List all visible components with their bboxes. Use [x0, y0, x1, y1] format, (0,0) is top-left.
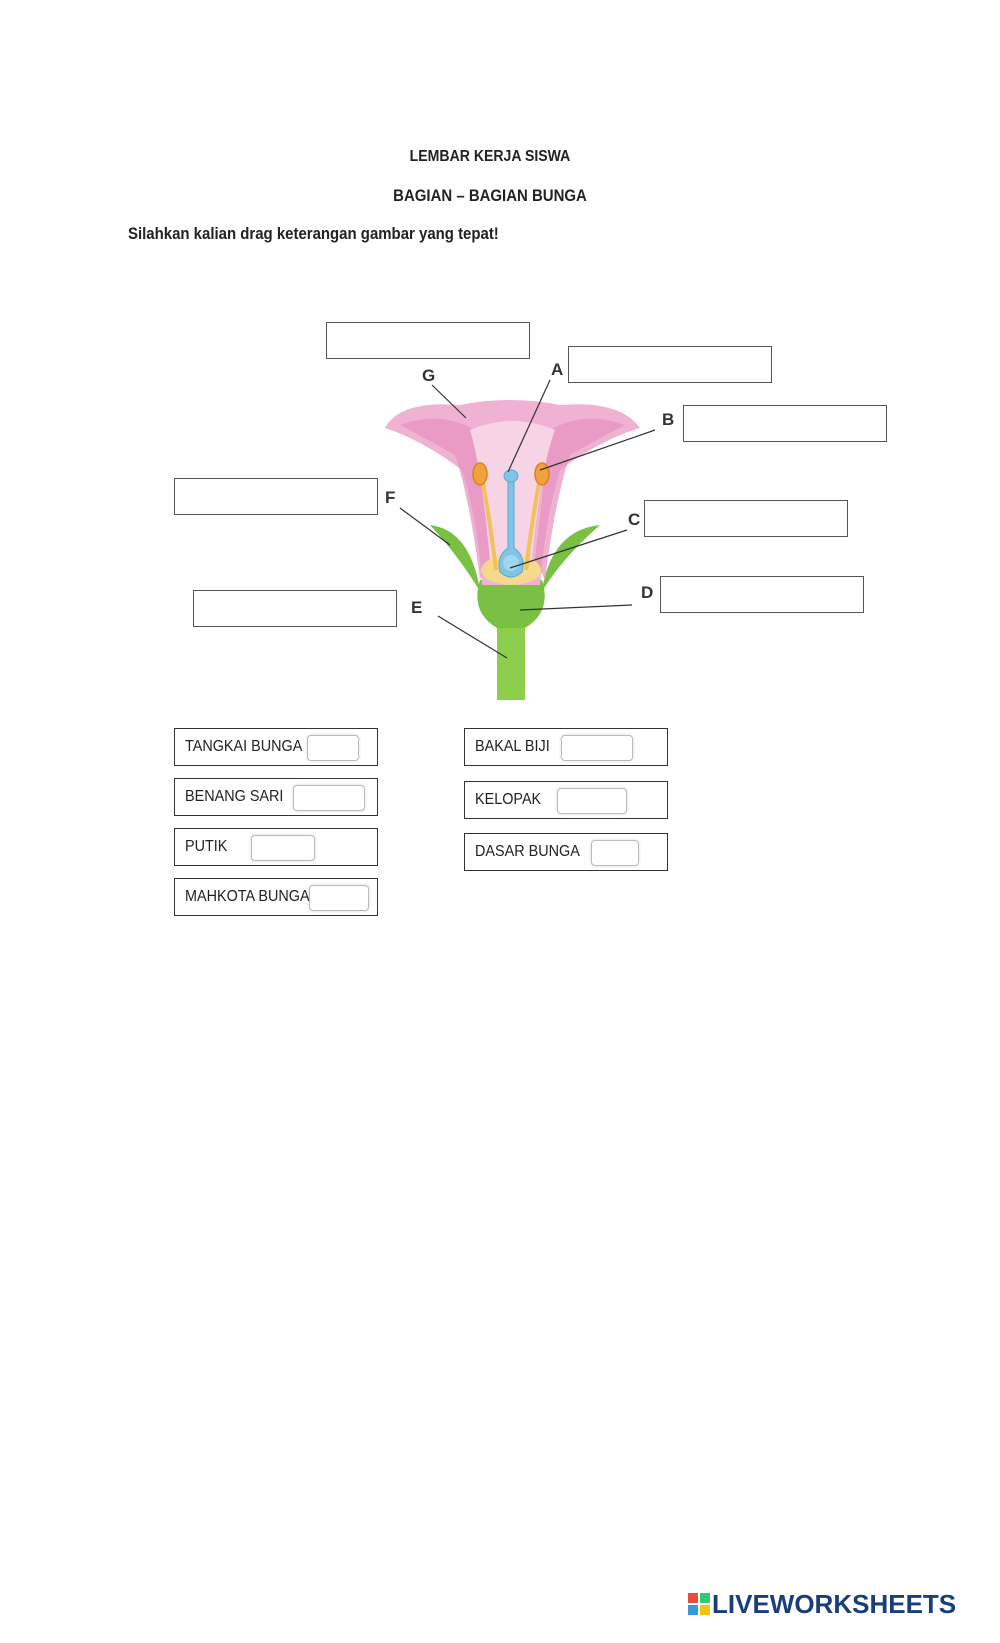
drag-handle[interactable]: [307, 735, 359, 761]
word-card-label: KELOPAK: [475, 791, 542, 808]
drop-box-f[interactable]: [174, 478, 378, 515]
drag-handle[interactable]: [591, 840, 639, 866]
label-letter-a: A: [551, 360, 564, 379]
sepal-shape: [430, 525, 600, 595]
word-card-tangkai-bunga[interactable]: TANGKAI BUNGA: [174, 728, 378, 766]
drop-box-c[interactable]: [644, 500, 848, 537]
word-card-label: MAHKOTA BUNGA: [185, 888, 310, 905]
word-card-mahkota-bunga[interactable]: MAHKOTA BUNGA: [174, 878, 378, 916]
label-letter-c: C: [628, 510, 641, 529]
drag-handle[interactable]: [561, 735, 633, 761]
label-letter-g: G: [422, 366, 436, 385]
drag-handle[interactable]: [309, 885, 369, 911]
pistil-shape: [498, 479, 524, 578]
word-card-label: BENANG SARI: [185, 788, 284, 805]
drop-box-e[interactable]: [193, 590, 397, 627]
label-letter-e: E: [411, 598, 423, 617]
drop-box-b[interactable]: [683, 405, 887, 442]
word-card-bakal-biji[interactable]: BAKAL BIJI: [464, 728, 668, 766]
worksheet-title: LEMBAR KERJA SISWA: [409, 148, 571, 165]
liveworksheets-logo[interactable]: LIVEWORKSHEETS: [688, 1589, 956, 1620]
anther-left: [472, 462, 488, 486]
drop-box-a[interactable]: [568, 346, 772, 383]
instruction-text: Silahkan kalian drag keterangan gambar y…: [128, 224, 499, 243]
word-card-putik[interactable]: PUTIK: [174, 828, 378, 866]
stem-shape: [497, 620, 525, 700]
drop-box-d[interactable]: [660, 576, 864, 613]
word-card-benang-sari[interactable]: BENANG SARI: [174, 778, 378, 816]
word-card-dasar-bunga[interactable]: DASAR BUNGA: [464, 833, 668, 871]
drop-box-g[interactable]: [326, 322, 530, 359]
word-card-label: DASAR BUNGA: [475, 843, 580, 860]
label-letter-b: B: [662, 410, 675, 429]
word-card-label: BAKAL BIJI: [475, 738, 550, 755]
word-card-label: TANGKAI BUNGA: [185, 738, 303, 755]
label-letter-d: D: [641, 583, 654, 602]
flower-diagram: [385, 379, 656, 700]
word-card-kelopak[interactable]: KELOPAK: [464, 781, 668, 819]
brand-text: LIVEWORKSHEETS: [712, 1589, 957, 1619]
drag-handle[interactable]: [251, 835, 315, 861]
receptacle-shape: [477, 580, 545, 628]
worksheet-subtitle: BAGIAN – BAGIAN BUNGA: [393, 186, 587, 205]
drag-handle[interactable]: [293, 785, 365, 811]
anther-right: [534, 462, 550, 486]
liveworksheets-logo-icon: [688, 1593, 710, 1615]
label-letter-f: F: [385, 488, 396, 507]
word-card-label: PUTIK: [185, 838, 228, 855]
drag-handle[interactable]: [557, 788, 627, 814]
